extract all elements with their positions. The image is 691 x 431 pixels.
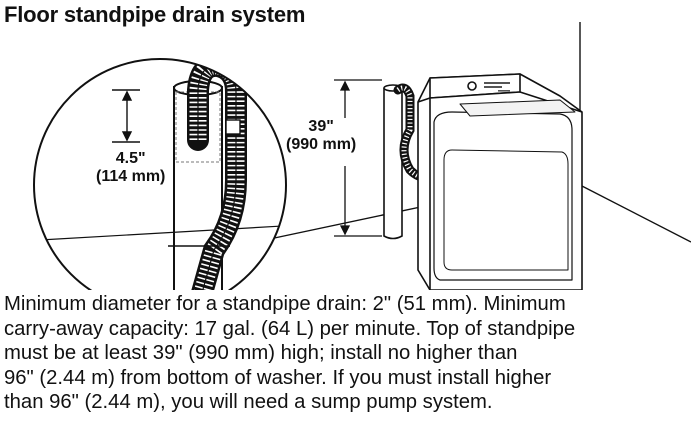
caption-line: carry-away capacity: 17 gal. (64 L) per … — [4, 317, 576, 340]
caption-line: Minimum diameter for a standpipe drain: … — [4, 293, 566, 315]
washer-panel-text — [484, 82, 510, 92]
standpipe-height-mm: (990 mm) — [286, 135, 357, 153]
standpipe-height-label: 39" (990 mm) — [286, 118, 356, 154]
standpipe-dimension-arrow — [334, 79, 382, 237]
detail-dimension-arrow — [112, 89, 140, 143]
detail-height-inches: 4.5" — [115, 150, 146, 167]
standpipe-illustration — [33, 22, 691, 290]
detail-height-mm: (114 mm) — [96, 167, 166, 185]
standpipe — [383, 84, 403, 240]
caption-line: must be at least 39" (990 mm) high; inst… — [4, 342, 518, 365]
washer — [417, 73, 583, 290]
caption-line: 96" (2.44 m) from bottom of washer. If y… — [4, 366, 552, 389]
page-title: Floor standpipe drain system — [4, 2, 306, 27]
standpipe-height-inches: 39" — [308, 118, 334, 135]
caption-line: than 96" (2.44 m), you will need a sump … — [4, 391, 493, 414]
detail-height-label: 4.5" (114 mm) — [96, 150, 165, 186]
instructions-paragraph: Minimum diameter for a standpipe drain: … — [4, 292, 691, 415]
